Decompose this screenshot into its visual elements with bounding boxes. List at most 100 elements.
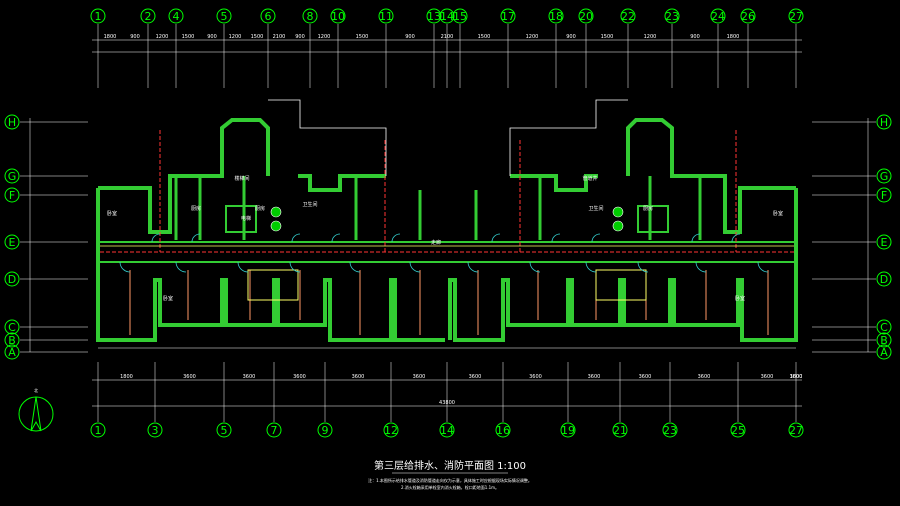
room-label: 卧室 bbox=[735, 295, 745, 302]
door-swing bbox=[291, 233, 301, 243]
top-dimension-text: 2100 bbox=[441, 34, 454, 40]
top-axis-label: 4 bbox=[173, 10, 180, 23]
side-axis-label: H bbox=[8, 116, 16, 129]
top-dimension-text: 1200 bbox=[526, 34, 539, 40]
top-axis-label: 18 bbox=[549, 10, 563, 23]
side-axis-label: B bbox=[880, 334, 888, 347]
top-axis-bubble bbox=[140, 8, 156, 24]
top-dimension-text: 1500 bbox=[356, 34, 369, 40]
bottom-axis-bubble bbox=[90, 422, 106, 438]
top-axis-label: 1 bbox=[95, 10, 102, 23]
bottom-axis-bubble bbox=[730, 422, 746, 438]
wall-right-upper bbox=[626, 118, 796, 234]
bottom-axis-bubble bbox=[612, 422, 628, 438]
top-axis-bubble bbox=[260, 8, 276, 24]
bottom-dimension-text: 3600 bbox=[243, 374, 256, 380]
room-label: 卧室 bbox=[163, 295, 173, 302]
note-line-1: 注：1.本图所示给排水管道及消防管道走向仅为示意，具体施工时应根据现场实际情况调… bbox=[368, 477, 532, 483]
room-label: 卧室 bbox=[107, 210, 117, 217]
side-axis-bubble bbox=[876, 332, 892, 348]
bottom-axis-bubble bbox=[266, 422, 282, 438]
top-axis-label: 2 bbox=[145, 10, 152, 23]
upper-outline bbox=[268, 99, 387, 176]
wall-left-upper-right bbox=[298, 174, 386, 192]
top-axis-bubble bbox=[710, 8, 726, 24]
room-label: 走廊 bbox=[431, 239, 441, 246]
bottom-axis-bubble bbox=[317, 422, 333, 438]
bottom-dimension-text: 3600 bbox=[413, 374, 426, 380]
side-axis-bubble bbox=[876, 344, 892, 360]
bottom-dimension-text: 3600 bbox=[761, 374, 774, 380]
bottom-dimension-text: 3600 bbox=[588, 374, 601, 380]
top-axis-bubble bbox=[740, 8, 756, 24]
top-axis-bubble bbox=[216, 8, 232, 24]
bottom-axis-bubble bbox=[495, 422, 511, 438]
bottom-dimension-text: 1800 bbox=[120, 374, 133, 380]
side-axis-label: D bbox=[8, 273, 16, 286]
top-dimension-text: 900 bbox=[566, 34, 576, 40]
top-dimension-text: 900 bbox=[130, 34, 140, 40]
side-axis-bubble bbox=[876, 168, 892, 184]
bottom-axis-bubble bbox=[147, 422, 163, 438]
door-swing bbox=[585, 261, 597, 273]
top-axis-label: 15 bbox=[453, 10, 467, 23]
top-axis-label: 11 bbox=[379, 10, 393, 23]
bottom-axis-bubble bbox=[439, 422, 455, 438]
door-swing bbox=[591, 233, 601, 243]
top-axis-bubble bbox=[500, 8, 516, 24]
top-axis-label: 24 bbox=[711, 10, 725, 23]
bottom-axis-label: 7 bbox=[271, 424, 278, 437]
bottom-dimension-text: 3600 bbox=[352, 374, 365, 380]
top-axis-bubble bbox=[90, 8, 106, 24]
side-axis-label: E bbox=[9, 236, 16, 249]
top-axis-bubble bbox=[302, 8, 318, 24]
wall-left-lower bbox=[96, 188, 445, 342]
top-dimension-text: 1200 bbox=[644, 34, 657, 40]
top-axis-label: 22 bbox=[621, 10, 635, 23]
top-dimension-text: 1200 bbox=[156, 34, 169, 40]
top-axis-label: 14 bbox=[440, 10, 454, 23]
door-swing bbox=[289, 261, 301, 273]
side-axis-label: E bbox=[881, 236, 888, 249]
side-axis-bubble bbox=[4, 114, 20, 130]
elevator-shaft bbox=[637, 205, 669, 233]
side-axis-bubble bbox=[876, 114, 892, 130]
wall-right-upper-left bbox=[510, 174, 598, 192]
side-axis-label: C bbox=[880, 321, 888, 334]
side-axis-label: F bbox=[881, 189, 887, 202]
side-axis-bubble bbox=[876, 187, 892, 203]
drawing-title: 第三层给排水、消防平面图 1:100 bbox=[374, 459, 526, 472]
door-swing bbox=[691, 233, 701, 243]
bottom-axis-label: 23 bbox=[663, 424, 677, 437]
bottom-axis-label: 16 bbox=[496, 424, 510, 437]
side-axis-label: A bbox=[880, 346, 888, 359]
door-swing bbox=[551, 233, 561, 243]
bottom-axis-bubble bbox=[560, 422, 576, 438]
top-dimension-text: 1500 bbox=[182, 34, 195, 40]
bottom-axis-label: 12 bbox=[384, 424, 398, 437]
top-axis-bubble bbox=[452, 8, 468, 24]
top-axis-label: 13 bbox=[427, 10, 441, 23]
elevator-shaft bbox=[225, 205, 257, 233]
bottom-dimension-text: 1800 bbox=[790, 374, 803, 380]
door-swing bbox=[191, 233, 201, 243]
side-axis-bubble bbox=[4, 234, 20, 250]
room-label: 厨房 bbox=[255, 205, 265, 212]
stair-hall bbox=[247, 269, 299, 301]
door-swing bbox=[391, 233, 401, 243]
bottom-axis-label: 5 bbox=[221, 424, 228, 437]
stair-hall bbox=[595, 269, 647, 301]
side-axis-bubble bbox=[4, 187, 20, 203]
door-swing bbox=[349, 261, 361, 273]
top-axis-bubble bbox=[578, 8, 594, 24]
fire-hydrant-box bbox=[270, 206, 282, 218]
top-dimension-text: 1200 bbox=[318, 34, 331, 40]
bottom-dimension-text: 3600 bbox=[529, 374, 542, 380]
bottom-dimension-text: 3600 bbox=[790, 374, 803, 380]
bottom-axis-label: 3 bbox=[152, 424, 159, 437]
door-swing bbox=[529, 261, 541, 273]
side-axis-bubble bbox=[4, 271, 20, 287]
